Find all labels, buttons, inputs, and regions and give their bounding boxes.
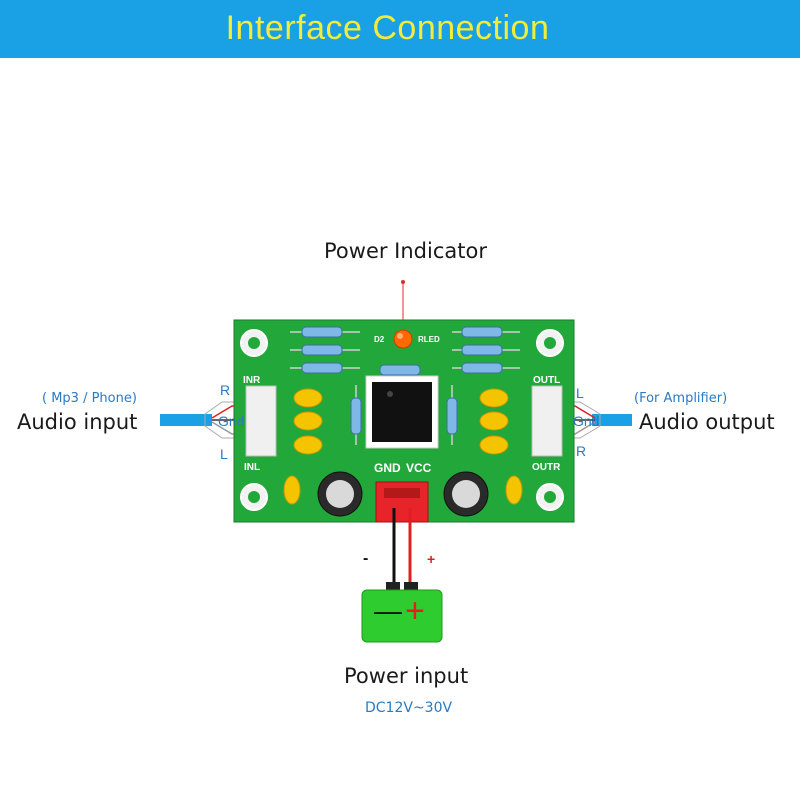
board-connectors bbox=[245, 385, 563, 457]
power-spec-label: DC12V~30V bbox=[365, 700, 453, 716]
power-led bbox=[393, 329, 413, 349]
electrolytic-capacitors bbox=[317, 471, 489, 517]
pcb-label-vcc: VCC bbox=[406, 461, 432, 475]
audio-output-target-label: (For Amplifier) bbox=[634, 391, 728, 406]
banner-title: Interface Connection bbox=[225, 9, 550, 47]
battery-plus-symbol: + bbox=[405, 592, 425, 630]
pcb-label-outl: OUTL bbox=[533, 375, 560, 386]
pcb-board: INR INL OUTL OUTR GND VCC D2 RLED bbox=[233, 319, 575, 523]
power-minus-label: - bbox=[363, 550, 369, 567]
power-wires bbox=[392, 508, 412, 590]
power-input-label: Power input bbox=[344, 664, 469, 688]
output-wire-l-label: L bbox=[576, 385, 584, 401]
resistors bbox=[290, 326, 520, 445]
pcb-label-gnd: GND bbox=[374, 461, 401, 475]
power-indicator-label: Power Indicator bbox=[324, 239, 487, 263]
power-plus-label: + bbox=[427, 551, 436, 567]
audio-input-source-label: ( Mp3 / Phone) bbox=[42, 391, 137, 406]
battery bbox=[361, 582, 443, 643]
ceramic-capacitors bbox=[283, 388, 523, 505]
audio-output-label: Audio output bbox=[639, 410, 775, 434]
pcb-label-outr: OUTR bbox=[532, 462, 561, 473]
input-wire-r-label: R bbox=[220, 382, 231, 398]
header-banner: Interface Connection bbox=[0, 0, 800, 58]
pcb-label-d2: D2 bbox=[374, 335, 385, 344]
ic-chip bbox=[365, 375, 439, 449]
input-wire-gnd-label: Gnd bbox=[218, 413, 245, 429]
output-wire-gnd-label: Gnd bbox=[573, 413, 600, 429]
input-wire-l-label: L bbox=[220, 446, 228, 462]
pcb-label-rled: RLED bbox=[418, 335, 440, 344]
indicator-pointer-dot bbox=[401, 280, 405, 284]
output-wire-r-label: R bbox=[576, 443, 587, 459]
pcb-label-inr: INR bbox=[243, 375, 261, 386]
audio-input-label: Audio input bbox=[17, 410, 138, 434]
power-connector bbox=[375, 481, 429, 523]
mounting-holes bbox=[240, 329, 564, 511]
pcb-label-inl: INL bbox=[244, 462, 260, 473]
battery-minus-symbol: — bbox=[374, 595, 402, 626]
